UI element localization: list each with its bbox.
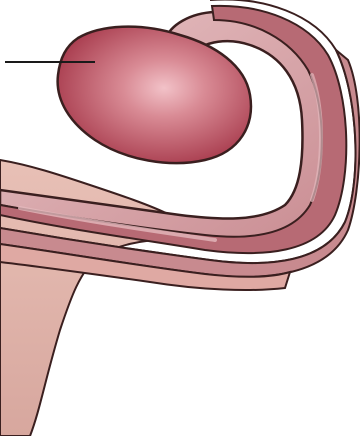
ovary <box>58 27 251 163</box>
